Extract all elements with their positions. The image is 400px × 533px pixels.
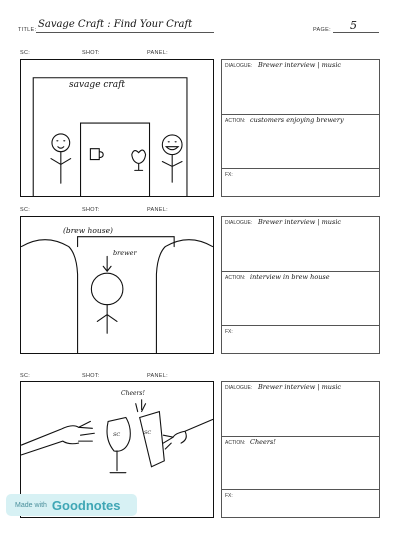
badge-prefix: Made with: [15, 501, 47, 509]
panel-3-sketch: [21, 399, 213, 474]
action-row-1: ACTION: customers enjoying brewery: [222, 115, 379, 169]
shot-label-2: SHOT:: [82, 207, 100, 213]
panel-label-2: PANEL:: [147, 207, 168, 213]
fx-label-3: FX:: [225, 493, 233, 499]
action-value-3: Cheers!: [250, 438, 276, 446]
title-underline: [36, 32, 214, 33]
dialogue-value-3: Brewer interview | music: [258, 383, 342, 391]
action-label-3: ACTION:: [225, 440, 246, 446]
panel-label-3: PANEL:: [147, 373, 168, 379]
title-label: TITLE:: [18, 27, 37, 33]
storyboard-panel-2: (brew house) brewer: [20, 216, 214, 354]
dialogue-row-1: DIALOGUE: Brewer interview | music: [222, 60, 379, 115]
page-label: PAGE:: [313, 27, 331, 33]
panel-2-notes: DIALOGUE: Brewer interview | music ACTIO…: [221, 216, 380, 354]
storyboard-panel-1: savage craft: [20, 59, 214, 197]
action-row-2: ACTION: interview in brew house: [222, 272, 379, 326]
panel-1-notes: DIALOGUE: Brewer interview | music ACTIO…: [221, 59, 380, 197]
dialogue-label-2: DIALOGUE:: [225, 220, 253, 226]
action-label-1: ACTION:: [225, 118, 246, 124]
title-value: Savage Craft : Find Your Craft: [38, 19, 193, 30]
badge-brand: Goodnotes: [51, 497, 121, 513]
fx-label-1: FX:: [225, 172, 233, 178]
dialogue-value-1: Brewer interview | music: [258, 61, 342, 69]
shot-label-1: SHOT:: [82, 50, 100, 56]
panel-3-glass-label-1: SC: [113, 432, 121, 438]
panel-2-location-text: (brew house): [63, 226, 113, 235]
sc-label-1: SC:: [20, 50, 31, 56]
action-label-2: ACTION:: [225, 275, 246, 281]
page-underline: [333, 32, 379, 33]
action-value-1: customers enjoying brewery: [250, 116, 344, 124]
sc-label-2: SC:: [20, 207, 31, 213]
fx-label-2: FX:: [225, 329, 233, 335]
panel-2-arrow-text: brewer: [113, 249, 137, 257]
dialogue-label-3: DIALOGUE:: [225, 385, 253, 391]
fx-row-1: FX:: [222, 169, 379, 196]
panel-3-notes: DIALOGUE: Brewer interview | music ACTIO…: [221, 381, 380, 518]
panel-1-sketch: [32, 77, 188, 196]
page-number: 5: [350, 19, 357, 32]
fx-row-2: FX:: [222, 326, 379, 353]
fx-row-3: FX:: [222, 490, 379, 517]
dialogue-row-3: DIALOGUE: Brewer interview | music: [222, 382, 379, 437]
panel-1-sign-text: savage craft: [69, 80, 126, 90]
sc-label-3: SC:: [20, 373, 31, 379]
panel-3-glass-label-2: SC: [144, 430, 152, 436]
made-with-goodnotes-badge[interactable]: Made with Goodnotes: [6, 494, 137, 516]
dialogue-value-2: Brewer interview | music: [258, 218, 342, 226]
action-row-3: ACTION: Cheers!: [222, 437, 379, 490]
action-value-2: interview in brew house: [250, 273, 330, 281]
panel-2-sketch: [21, 236, 213, 353]
shot-label-3: SHOT:: [82, 373, 100, 379]
panel-3-cheers-text: Cheers!: [121, 390, 145, 397]
panel-label-1: PANEL:: [147, 50, 168, 56]
dialogue-row-2: DIALOGUE: Brewer interview | music: [222, 217, 379, 272]
dialogue-label-1: DIALOGUE:: [225, 63, 253, 69]
